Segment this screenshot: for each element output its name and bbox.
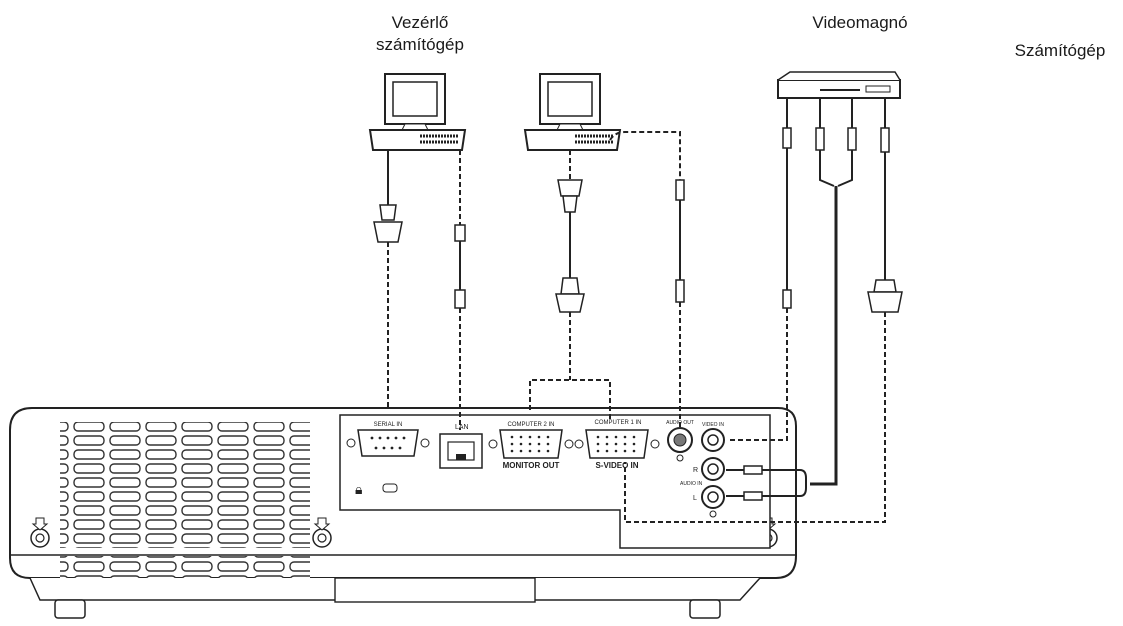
video-in-label: VIDEO IN bbox=[702, 422, 724, 428]
serial-cable bbox=[373, 150, 403, 410]
computer-in-label: COMPUTER 2 IN bbox=[507, 422, 554, 428]
lan-label: LAN bbox=[455, 424, 469, 431]
control-pc-label-line2: számítógép bbox=[376, 35, 464, 54]
vcr-audio-cable bbox=[726, 98, 857, 501]
lens-area bbox=[334, 577, 536, 603]
video-in-jack[interactable]: VIDEO IN bbox=[701, 422, 725, 452]
adjust-knob-2 bbox=[312, 517, 332, 548]
computer-icon bbox=[523, 73, 622, 151]
audio-r-label: R bbox=[693, 467, 698, 474]
monitor-out-label: MONITOR OUT bbox=[503, 461, 560, 470]
audio-in-r-jack[interactable]: R bbox=[693, 457, 725, 481]
foot-left bbox=[54, 599, 86, 619]
serial-in-label: SERIAL IN bbox=[374, 422, 403, 428]
s-video-cable bbox=[624, 98, 903, 523]
vent-grille-bottom bbox=[60, 556, 310, 578]
lan-cable bbox=[454, 150, 466, 430]
serial-in-port[interactable]: SERIAL IN bbox=[346, 422, 430, 457]
audio-l-label: L bbox=[693, 495, 697, 502]
control-pc-label: Vezérlő számítógép bbox=[350, 12, 490, 56]
audio-cable bbox=[609, 131, 685, 428]
monitor-out-port[interactable]: COMPUTER 2 IN MONITOR OUT bbox=[488, 422, 574, 470]
computer-1-in-port[interactable]: COMPUTER 1 IN S-VIDEO IN bbox=[574, 420, 660, 470]
audio-in-l-jack[interactable]: L bbox=[693, 485, 725, 518]
computer-1-in-label: COMPUTER 1 IN bbox=[594, 420, 641, 426]
vga-cable bbox=[529, 150, 611, 420]
computer-label: Számítógép bbox=[1014, 41, 1106, 60]
control-pc-icon bbox=[368, 73, 467, 151]
vcr-video-cable bbox=[727, 98, 792, 441]
audio-in-label: AUDIO IN bbox=[680, 481, 703, 487]
adjust-knob-1 bbox=[30, 517, 50, 548]
vcr-label: Videomagnó bbox=[812, 13, 908, 32]
foot-right bbox=[689, 599, 721, 619]
projector: SERIAL IN 🔒︎ LAN COMPUTER 2 IN MONITOR O… bbox=[9, 407, 797, 619]
s-video-in-label: S-VIDEO IN bbox=[595, 461, 638, 470]
vcr-icon bbox=[777, 71, 901, 99]
lan-port[interactable]: LAN bbox=[439, 424, 483, 469]
security-slot bbox=[382, 483, 398, 493]
lock-icon: 🔒︎ bbox=[355, 481, 362, 497]
vent-grille-top bbox=[60, 422, 310, 548]
control-pc-label-line1: Vezérlő bbox=[391, 13, 449, 32]
